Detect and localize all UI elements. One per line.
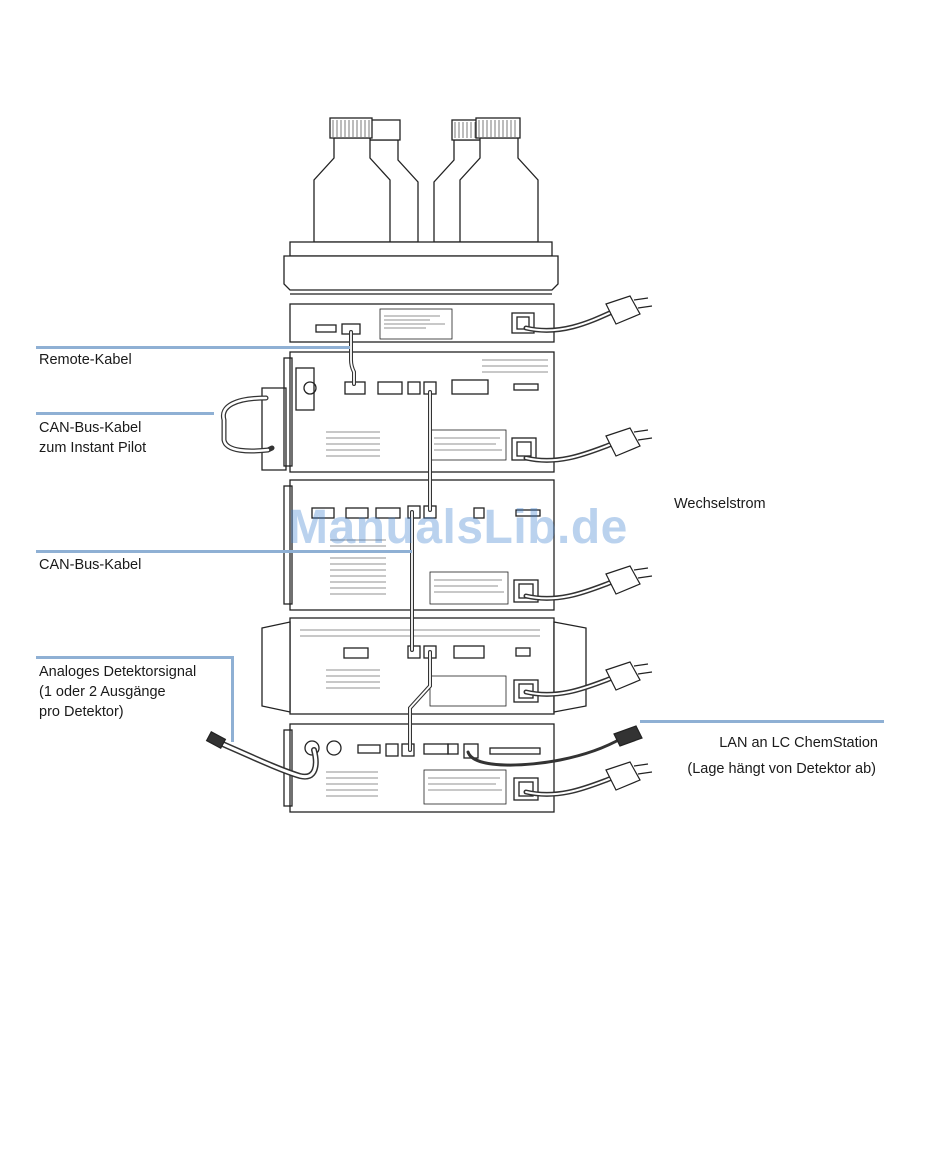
power-plug-4 — [606, 662, 652, 690]
power-plug-2 — [606, 428, 652, 456]
solvent-bottles — [314, 118, 538, 242]
label-can-bus-cable: CAN-Bus-Kabel — [39, 555, 141, 575]
leader-remote-cable — [36, 346, 350, 349]
solvent-cabinet — [284, 242, 558, 294]
column-compartment-module — [262, 618, 586, 714]
power-plug-5 — [606, 762, 652, 790]
power-plug-1 — [606, 296, 652, 324]
degasser-module — [290, 304, 554, 342]
leader-analog-vertical — [231, 656, 234, 742]
leader-lan — [640, 720, 884, 723]
label-lan-position-note: (Lage hängt von Detektor ab) — [687, 759, 876, 779]
label-can-instant-pilot-line1: CAN-Bus-Kabel — [39, 418, 146, 438]
label-remote-cable: Remote-Kabel — [39, 350, 132, 370]
label-analog-line3: pro Detektor) — [39, 702, 196, 722]
label-can-instant-pilot: CAN-Bus-Kabel zum Instant Pilot — [39, 418, 146, 458]
bnc-connector — [207, 732, 226, 748]
pump-module — [262, 352, 554, 472]
label-lan-chemstation: LAN an LC ChemStation — [719, 733, 878, 753]
label-can-instant-pilot-line2: zum Instant Pilot — [39, 438, 146, 458]
power-plug-3 — [606, 566, 652, 594]
watermark-text: ManualsLib.de — [288, 500, 628, 555]
label-ac-power: Wechselstrom — [674, 494, 766, 514]
detector-module — [284, 724, 554, 812]
lan-plug — [614, 726, 642, 746]
leader-analog-horizontal — [36, 656, 234, 659]
label-analog-detector-signal: Analoges Detektorsignal (1 oder 2 Ausgän… — [39, 662, 196, 722]
label-analog-line1: Analoges Detektorsignal — [39, 662, 196, 682]
leader-can-instant-pilot — [36, 412, 214, 415]
label-analog-line2: (1 oder 2 Ausgänge — [39, 682, 196, 702]
